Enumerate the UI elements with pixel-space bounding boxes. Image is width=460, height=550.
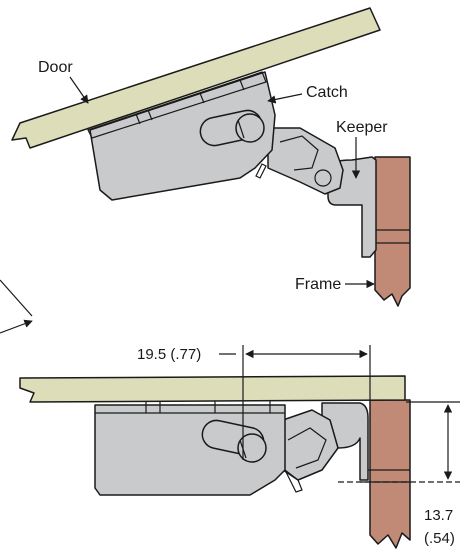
callouts: Door Catch Keeper Frame [0,59,388,334]
keeper-bottom [321,402,369,481]
frame-post-top [374,156,411,307]
frame-label: Frame [295,276,341,293]
horizontal-dimension: 19.5 (.77) [137,346,201,363]
bottom-assembly [19,375,411,549]
vertical-dimension-mm: 13.7 [424,507,453,524]
frame-post-bottom [369,399,411,549]
linkage-top [267,127,344,195]
catch-body-top [89,71,276,201]
dimensions: 19.5 (.77) 13.7 (.54) [137,345,460,547]
linkage-bottom [282,409,339,481]
catch-label: Catch [306,84,348,101]
vertical-dimension-in: (.54) [424,530,455,547]
keeper-label: Keeper [336,119,388,136]
door-panel-bottom [19,375,406,403]
door-panel-top [11,7,381,149]
door-label: Door [38,59,73,76]
top-assembly [11,7,411,307]
